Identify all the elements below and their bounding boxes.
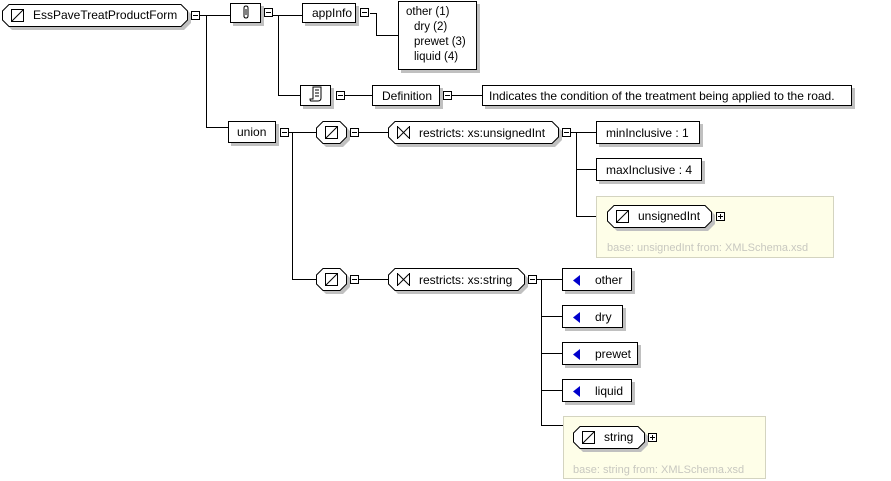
- enumeration-label: dry: [595, 310, 612, 324]
- union-box[interactable]: union: [228, 121, 276, 143]
- enumeration-label: prewet: [595, 347, 632, 361]
- appinfo-label: appInfo: [312, 6, 353, 20]
- enumeration-other[interactable]: other: [562, 268, 632, 291]
- string-expand-toggle[interactable]: [648, 433, 657, 442]
- facet-label: maxInclusive : 4: [606, 162, 693, 177]
- base-type-name: unsignedInt: [638, 209, 701, 223]
- paperclip-icon: [241, 4, 251, 22]
- member2-collapse-toggle[interactable]: [350, 275, 359, 284]
- appinfo-box[interactable]: appInfo: [302, 3, 356, 23]
- enumeration-label: other: [595, 273, 623, 287]
- definition-box[interactable]: Definition: [372, 85, 440, 106]
- appinfo-line: other (1): [406, 6, 450, 18]
- root-name: EssPaveTreatProductForm: [33, 8, 178, 22]
- enumeration-prewet[interactable]: prewet: [562, 342, 638, 365]
- member1-restriction[interactable]: restricts: xs:unsignedInt: [388, 121, 562, 147]
- simple-type-icon: [616, 210, 629, 223]
- enumeration-label: liquid: [595, 384, 624, 398]
- member2-simple-type[interactable]: [316, 268, 350, 294]
- member2-restriction-label: restricts: xs:string: [419, 273, 513, 287]
- simple-type-icon: [325, 273, 338, 286]
- member1-collapse-toggle[interactable]: [350, 128, 359, 137]
- member2-base-note: base: string from: XMLSchema.xsd: [573, 464, 745, 476]
- definition-label: Definition: [382, 88, 433, 103]
- enumeration-liquid[interactable]: liquid: [562, 379, 632, 402]
- simple-type-icon: [325, 126, 338, 139]
- enumeration-dry[interactable]: dry: [562, 305, 623, 328]
- union-collapse-toggle[interactable]: [280, 128, 289, 137]
- union-label: union: [237, 125, 267, 139]
- facet-min-inclusive[interactable]: minInclusive : 1: [596, 121, 700, 144]
- definition-text-box: Indicates the condition of the treatment…: [482, 85, 852, 106]
- annotation-box[interactable]: [230, 3, 261, 23]
- root-simple-type[interactable]: EssPaveTreatProductForm: [2, 4, 191, 30]
- member2-restriction[interactable]: restricts: xs:string: [388, 268, 528, 294]
- appinfo-content: other (1) dry (2) prewet (3) liquid (4): [398, 1, 477, 70]
- annotation-collapse-toggle[interactable]: [264, 8, 273, 17]
- definition-text: Indicates the condition of the treatment…: [489, 88, 835, 103]
- definition-collapse-toggle[interactable]: [443, 91, 452, 100]
- documentation-collapse-toggle[interactable]: [336, 91, 345, 100]
- unsignedInt-expand-toggle[interactable]: [716, 212, 725, 221]
- member1-restriction-label: restricts: xs:unsignedInt: [419, 126, 546, 140]
- simple-type-icon: [582, 431, 595, 444]
- appinfo-line: prewet (3): [414, 36, 466, 48]
- member1-simple-type[interactable]: [316, 121, 350, 147]
- facet-label: minInclusive : 1: [606, 125, 689, 140]
- appinfo-line: dry (2): [414, 21, 448, 33]
- member1-base-note: base: unsignedInt from: XMLSchema.xsd: [607, 242, 809, 254]
- simple-type-icon: [11, 9, 24, 22]
- appinfo-collapse-toggle[interactable]: [360, 8, 369, 17]
- base-type-string[interactable]: string: [573, 426, 648, 452]
- member1-restriction-collapse-toggle[interactable]: [562, 128, 571, 137]
- scroll-icon: [308, 86, 323, 105]
- root-collapse-toggle[interactable]: [191, 11, 200, 20]
- base-type-name: string: [604, 430, 634, 444]
- documentation-box[interactable]: [300, 85, 331, 106]
- appinfo-line: liquid (4): [414, 51, 459, 63]
- member2-restriction-collapse-toggle[interactable]: [528, 275, 537, 284]
- facet-max-inclusive[interactable]: maxInclusive : 4: [596, 158, 702, 181]
- base-type-unsignedInt[interactable]: unsignedInt: [607, 205, 715, 231]
